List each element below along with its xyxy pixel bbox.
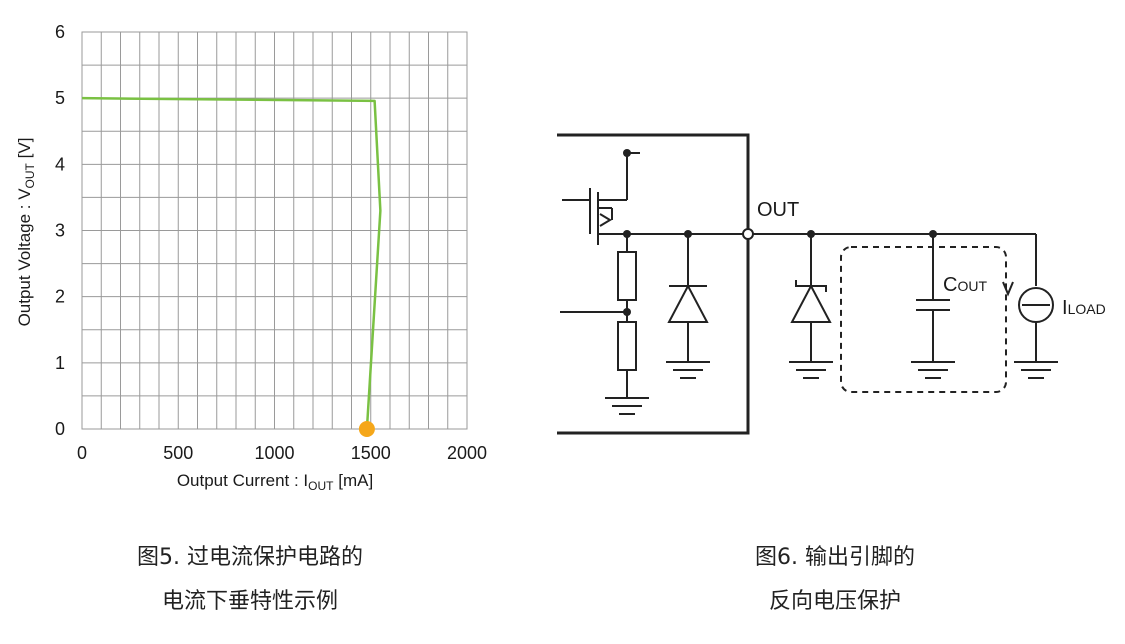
y-tick-label: 2 <box>55 287 65 307</box>
voltage-current-line <box>81 96 382 430</box>
y-tick-label: 0 <box>55 419 65 439</box>
cap-current-arrow <box>1002 281 1014 297</box>
x-tick-label: 2000 <box>447 443 487 463</box>
divider-mid-node <box>623 308 631 316</box>
operating-point-marker <box>358 421 375 437</box>
dashed-capacitor-box <box>840 246 1007 393</box>
y-axis-label: Output Voltage : VOUT [V] <box>15 138 37 327</box>
cout-label: COUT <box>943 274 987 296</box>
diode-node <box>684 230 692 238</box>
output-reverse-voltage-circuit: OUT <box>557 133 1106 435</box>
x-tick-label: 0 <box>77 443 87 463</box>
y-tick-label: 5 <box>55 88 65 108</box>
zener-node <box>807 230 815 238</box>
y-tick-label: 1 <box>55 353 65 373</box>
external-zener <box>789 234 833 379</box>
y-tick-label: 3 <box>55 221 65 241</box>
x-tick-label: 500 <box>163 443 193 463</box>
feedback-divider <box>560 234 649 415</box>
output-capacitor <box>911 234 955 379</box>
internal-diode <box>666 234 710 379</box>
cap-node <box>929 230 937 238</box>
load-current-source <box>1014 234 1058 379</box>
figure6-caption-line2: 反向电压保护 <box>768 589 901 614</box>
figure5-caption: 图5. 过电流保护电路的 电流下垂特性示例 <box>0 536 500 624</box>
chart-grid <box>82 32 467 429</box>
y-tick-label: 4 <box>55 154 65 174</box>
out-pin-label: OUT <box>757 199 799 221</box>
divider-top-node <box>623 230 631 238</box>
figure6-caption: 图6. 输出引脚的 反向电压保护 <box>585 536 1085 624</box>
out-pin <box>742 228 754 240</box>
iload-label: ILOAD <box>1062 297 1106 319</box>
pass-transistor <box>562 153 628 245</box>
current-foldback-chart: 0 500 1000 1500 2000 0 1 2 3 4 5 6 Output Current … <box>15 22 487 493</box>
figure5-caption-line2: 电流下垂特性示例 <box>161 589 338 614</box>
x-tick-label: 1500 <box>351 443 391 463</box>
x-tick-labels: 0 500 1000 1500 2000 <box>77 443 487 463</box>
y-tick-labels: 0 1 2 3 4 5 6 <box>55 22 65 439</box>
x-axis-label: Output Current : IOUT [mA] <box>177 471 373 493</box>
ic-boundary <box>557 133 750 435</box>
x-tick-label: 1000 <box>254 443 294 463</box>
plot-frame <box>81 31 468 430</box>
figure6-caption-line1: 图6. 输出引脚的 <box>755 545 915 570</box>
y-tick-label: 6 <box>55 22 65 42</box>
figure5-caption-line1: 图5. 过电流保护电路的 <box>137 545 363 570</box>
